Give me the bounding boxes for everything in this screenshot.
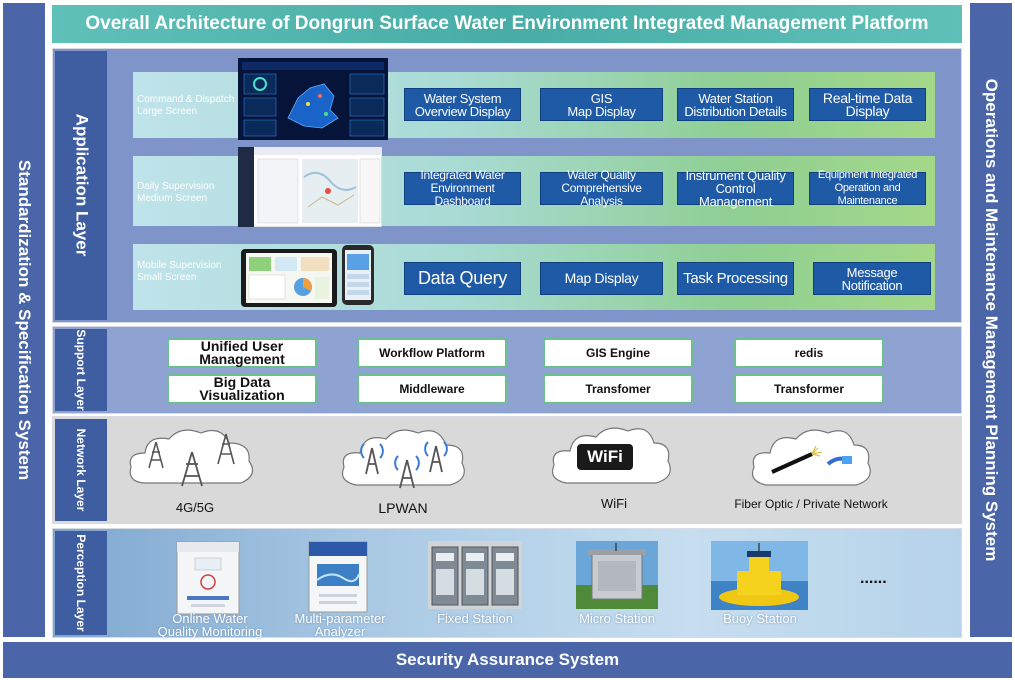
perception-label-fixed-station: Fixed Station — [437, 611, 513, 626]
support-layer-label-box: Support Layer — [55, 329, 107, 411]
perception-layer-label: Perception Layer — [74, 534, 88, 632]
app-row-label: Daily Supervision Medium Screen — [137, 181, 215, 204]
water-monitor-device-icon — [176, 541, 240, 615]
page-title: Overall Architecture of Dongrun Surface … — [52, 5, 962, 43]
standardization-label: Standardization & Specification System — [15, 159, 34, 481]
support-redis[interactable]: redis — [734, 338, 884, 368]
cloud-lpwan — [338, 423, 468, 495]
security-bar: Security Assurance System — [3, 642, 1012, 678]
operations-label: Operations and Maintenance Management Pl… — [982, 78, 1001, 562]
support-transfomer[interactable]: Transfomer — [543, 374, 693, 404]
network-label-wifi: WiFi — [601, 496, 627, 511]
app-row-label: Command & Dispatch Large Screen — [137, 94, 235, 117]
buoy-station-icon — [711, 541, 808, 610]
signal-tower-icon — [394, 455, 420, 489]
support-workflow-platform[interactable]: Workflow Platform — [357, 338, 507, 368]
fixed-station-icon — [428, 541, 522, 609]
network-label-4g5g: 4G/5G — [175, 500, 215, 515]
support-middleware[interactable]: Middleware — [357, 374, 507, 404]
wifi-logo-icon: WiFi — [577, 444, 633, 470]
large-screen-thumbnail — [238, 58, 388, 140]
left-sidebar: Standardization & Specification System — [3, 3, 45, 637]
btn-message-notification[interactable]: Message Notification — [813, 262, 931, 295]
support-gis-engine[interactable]: GIS Engine — [543, 338, 693, 368]
btn-data-query[interactable]: Data Query — [404, 262, 521, 295]
perception-layer-label-box: Perception Layer — [55, 531, 107, 635]
network-label-fiber: Fiber Optic / Private Network — [734, 497, 888, 511]
signal-tower-icon — [360, 443, 384, 475]
tower-icon — [148, 441, 164, 469]
security-label: Security Assurance System — [395, 650, 620, 669]
network-layer-label: Network Layer — [74, 428, 88, 512]
analyzer-device-icon — [308, 541, 368, 613]
network-layer-label-box: Network Layer — [55, 419, 107, 521]
network-label-lpwan: LPWAN — [378, 500, 428, 516]
application-layer-label: Application Layer — [72, 113, 92, 257]
support-layer-label: Support Layer — [74, 329, 88, 411]
fiber-cable-icon — [771, 445, 852, 474]
phone-thumbnail — [340, 244, 376, 306]
support-transformer[interactable]: Transformer — [734, 374, 884, 404]
right-sidebar: Operations and Maintenance Management Pl… — [970, 3, 1012, 637]
tablet-thumbnail — [241, 249, 337, 307]
tower-icon — [217, 433, 235, 465]
btn-task-processing[interactable]: Task Processing — [677, 262, 794, 295]
medium-screen-thumbnail — [238, 147, 382, 227]
btn-map-display[interactable]: Map Display — [540, 262, 663, 295]
signal-tower-icon — [424, 441, 448, 473]
application-layer-label-box: Application Layer — [55, 51, 107, 320]
cloud-fiber — [748, 423, 873, 495]
micro-station-icon — [576, 541, 658, 609]
more-ellipsis: ...... — [860, 570, 887, 587]
tower-icon — [181, 451, 203, 487]
perception-label-micro-station: Micro Station — [579, 611, 655, 626]
app-row-label: Mobile Supervision Small Screen — [137, 260, 222, 283]
perception-label-buoy-station: Buoy Station — [723, 611, 797, 626]
